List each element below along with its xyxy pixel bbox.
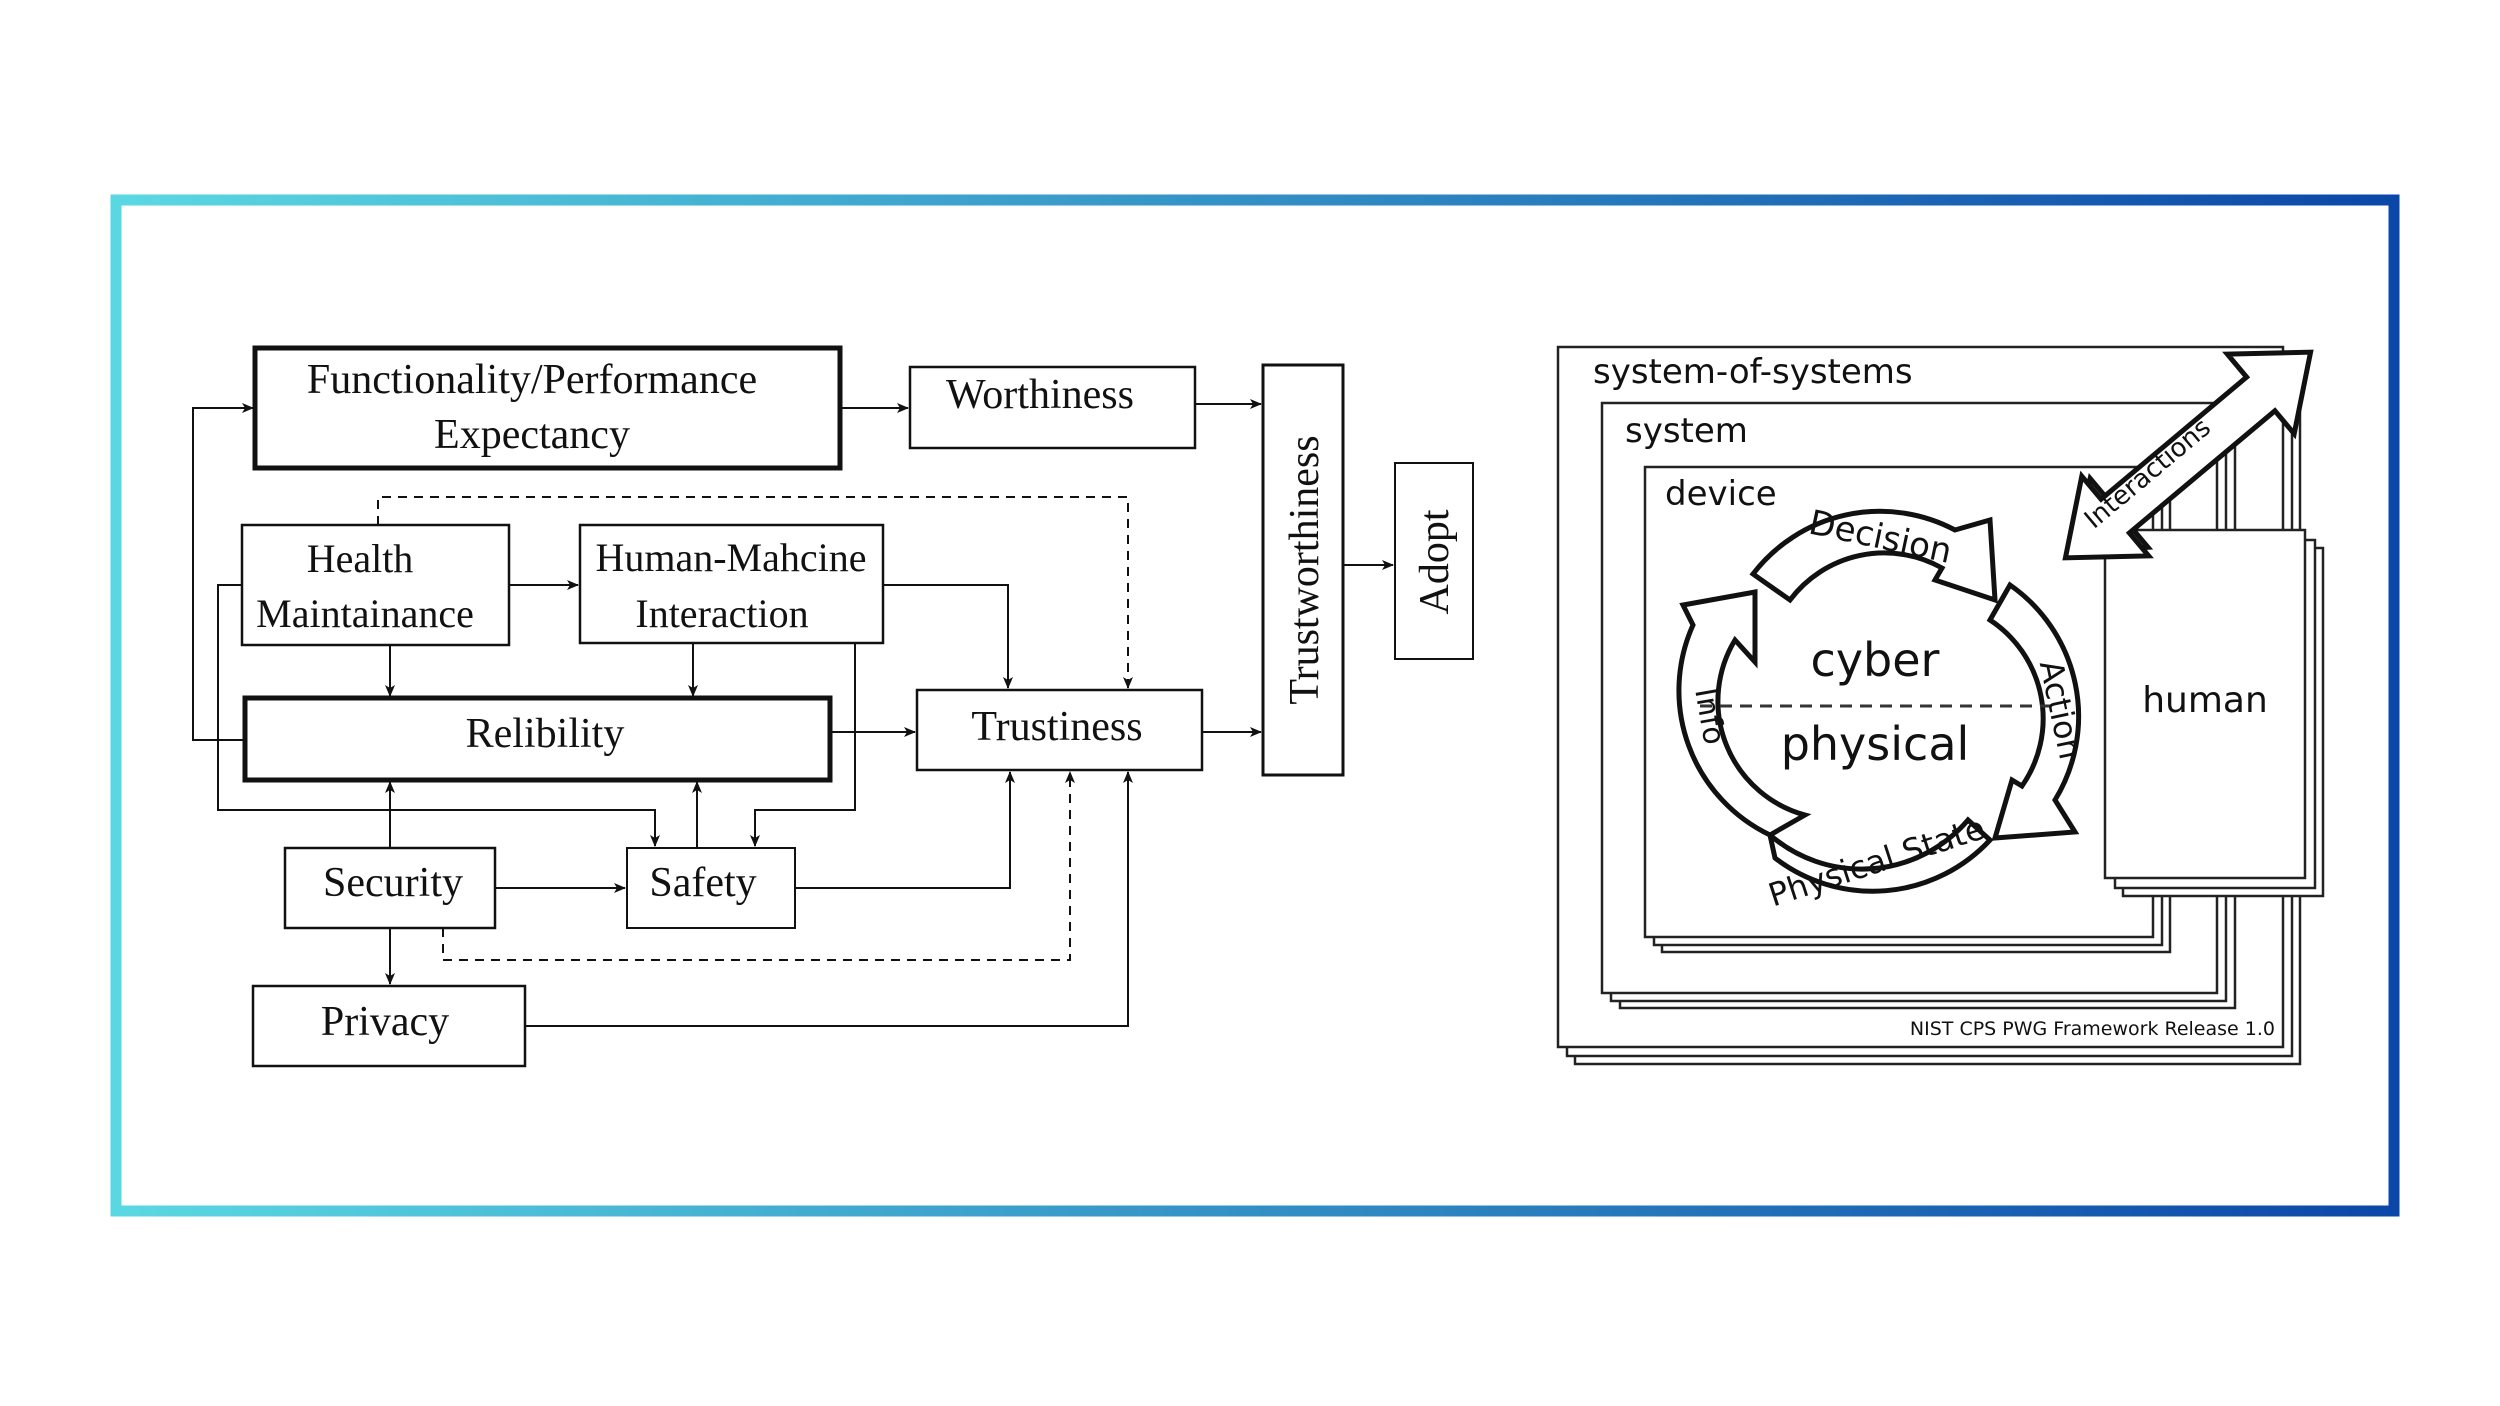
cyber-physical-cycle	[1676, 508, 2082, 894]
health-label-line1: Health	[307, 536, 414, 581]
arrow-safety-trustiness	[795, 771, 1015, 889]
safety-label: Safety	[649, 860, 756, 906]
worthiness-box	[908, 365, 1197, 450]
trustiness-label: Trustiness	[971, 704, 1142, 750]
safety-box	[626, 847, 796, 929]
reliability-label: Relibility	[466, 711, 625, 757]
human-box	[2103, 528, 2307, 880]
hmi-label-line2: Interaction	[635, 591, 808, 636]
trust-adoption-diagram: Functionality/Performance Expectancy Wor…	[192, 345, 1474, 1068]
trustiness-box	[915, 688, 1204, 772]
hmi-box	[578, 523, 885, 645]
trustworthiness-label: Trustworthiness	[1282, 435, 1328, 704]
functionality-box	[252, 345, 843, 471]
privacy-label: Privacy	[321, 999, 449, 1045]
security-box	[283, 846, 497, 930]
gradient-frame	[110, 194, 2400, 1217]
info-arrow	[1676, 589, 1812, 838]
adopt-box	[1394, 462, 1474, 660]
nist-credit-label: NIST CPS PWG Framework Release 1.0	[1910, 1018, 2275, 1040]
adopt-label: Adopt	[1412, 509, 1458, 614]
worthiness-label: Worthiness	[946, 372, 1134, 418]
trustworthiness-box	[1261, 363, 1345, 777]
dashed-health-trustiness	[377, 496, 1133, 689]
arrow-health-safety	[217, 584, 660, 847]
system-of-systems-label: system-of-systems	[1593, 352, 1913, 392]
health-label-line2: Maintainance	[256, 591, 474, 636]
privacy-box	[251, 984, 527, 1068]
physical-label: physical	[1781, 717, 1970, 771]
action-arrow	[1986, 581, 2082, 841]
arrow-hmi-trustiness	[883, 584, 1013, 689]
dashed-security-trustiness	[442, 771, 1075, 961]
cps-framework-diagram: system-of-systems system device cyber ph…	[1556, 345, 2325, 1066]
arrow-hmi-safety	[750, 643, 856, 847]
arrow-privacy-trustiness	[525, 771, 1133, 1027]
interactions-arrow	[2062, 349, 2314, 561]
decision-arrow	[1749, 508, 1998, 604]
human-label: human	[2142, 680, 2268, 721]
device-label: device	[1665, 474, 1777, 514]
system-label: system	[1625, 411, 1748, 451]
security-label: Security	[323, 860, 463, 906]
functionality-label-line2: Expectancy	[434, 412, 630, 458]
hmi-label-line1: Human-Mahcine	[595, 535, 866, 580]
cyber-label: cyber	[1811, 633, 1940, 687]
functionality-label-line1: Functionality/Performance	[307, 357, 757, 403]
